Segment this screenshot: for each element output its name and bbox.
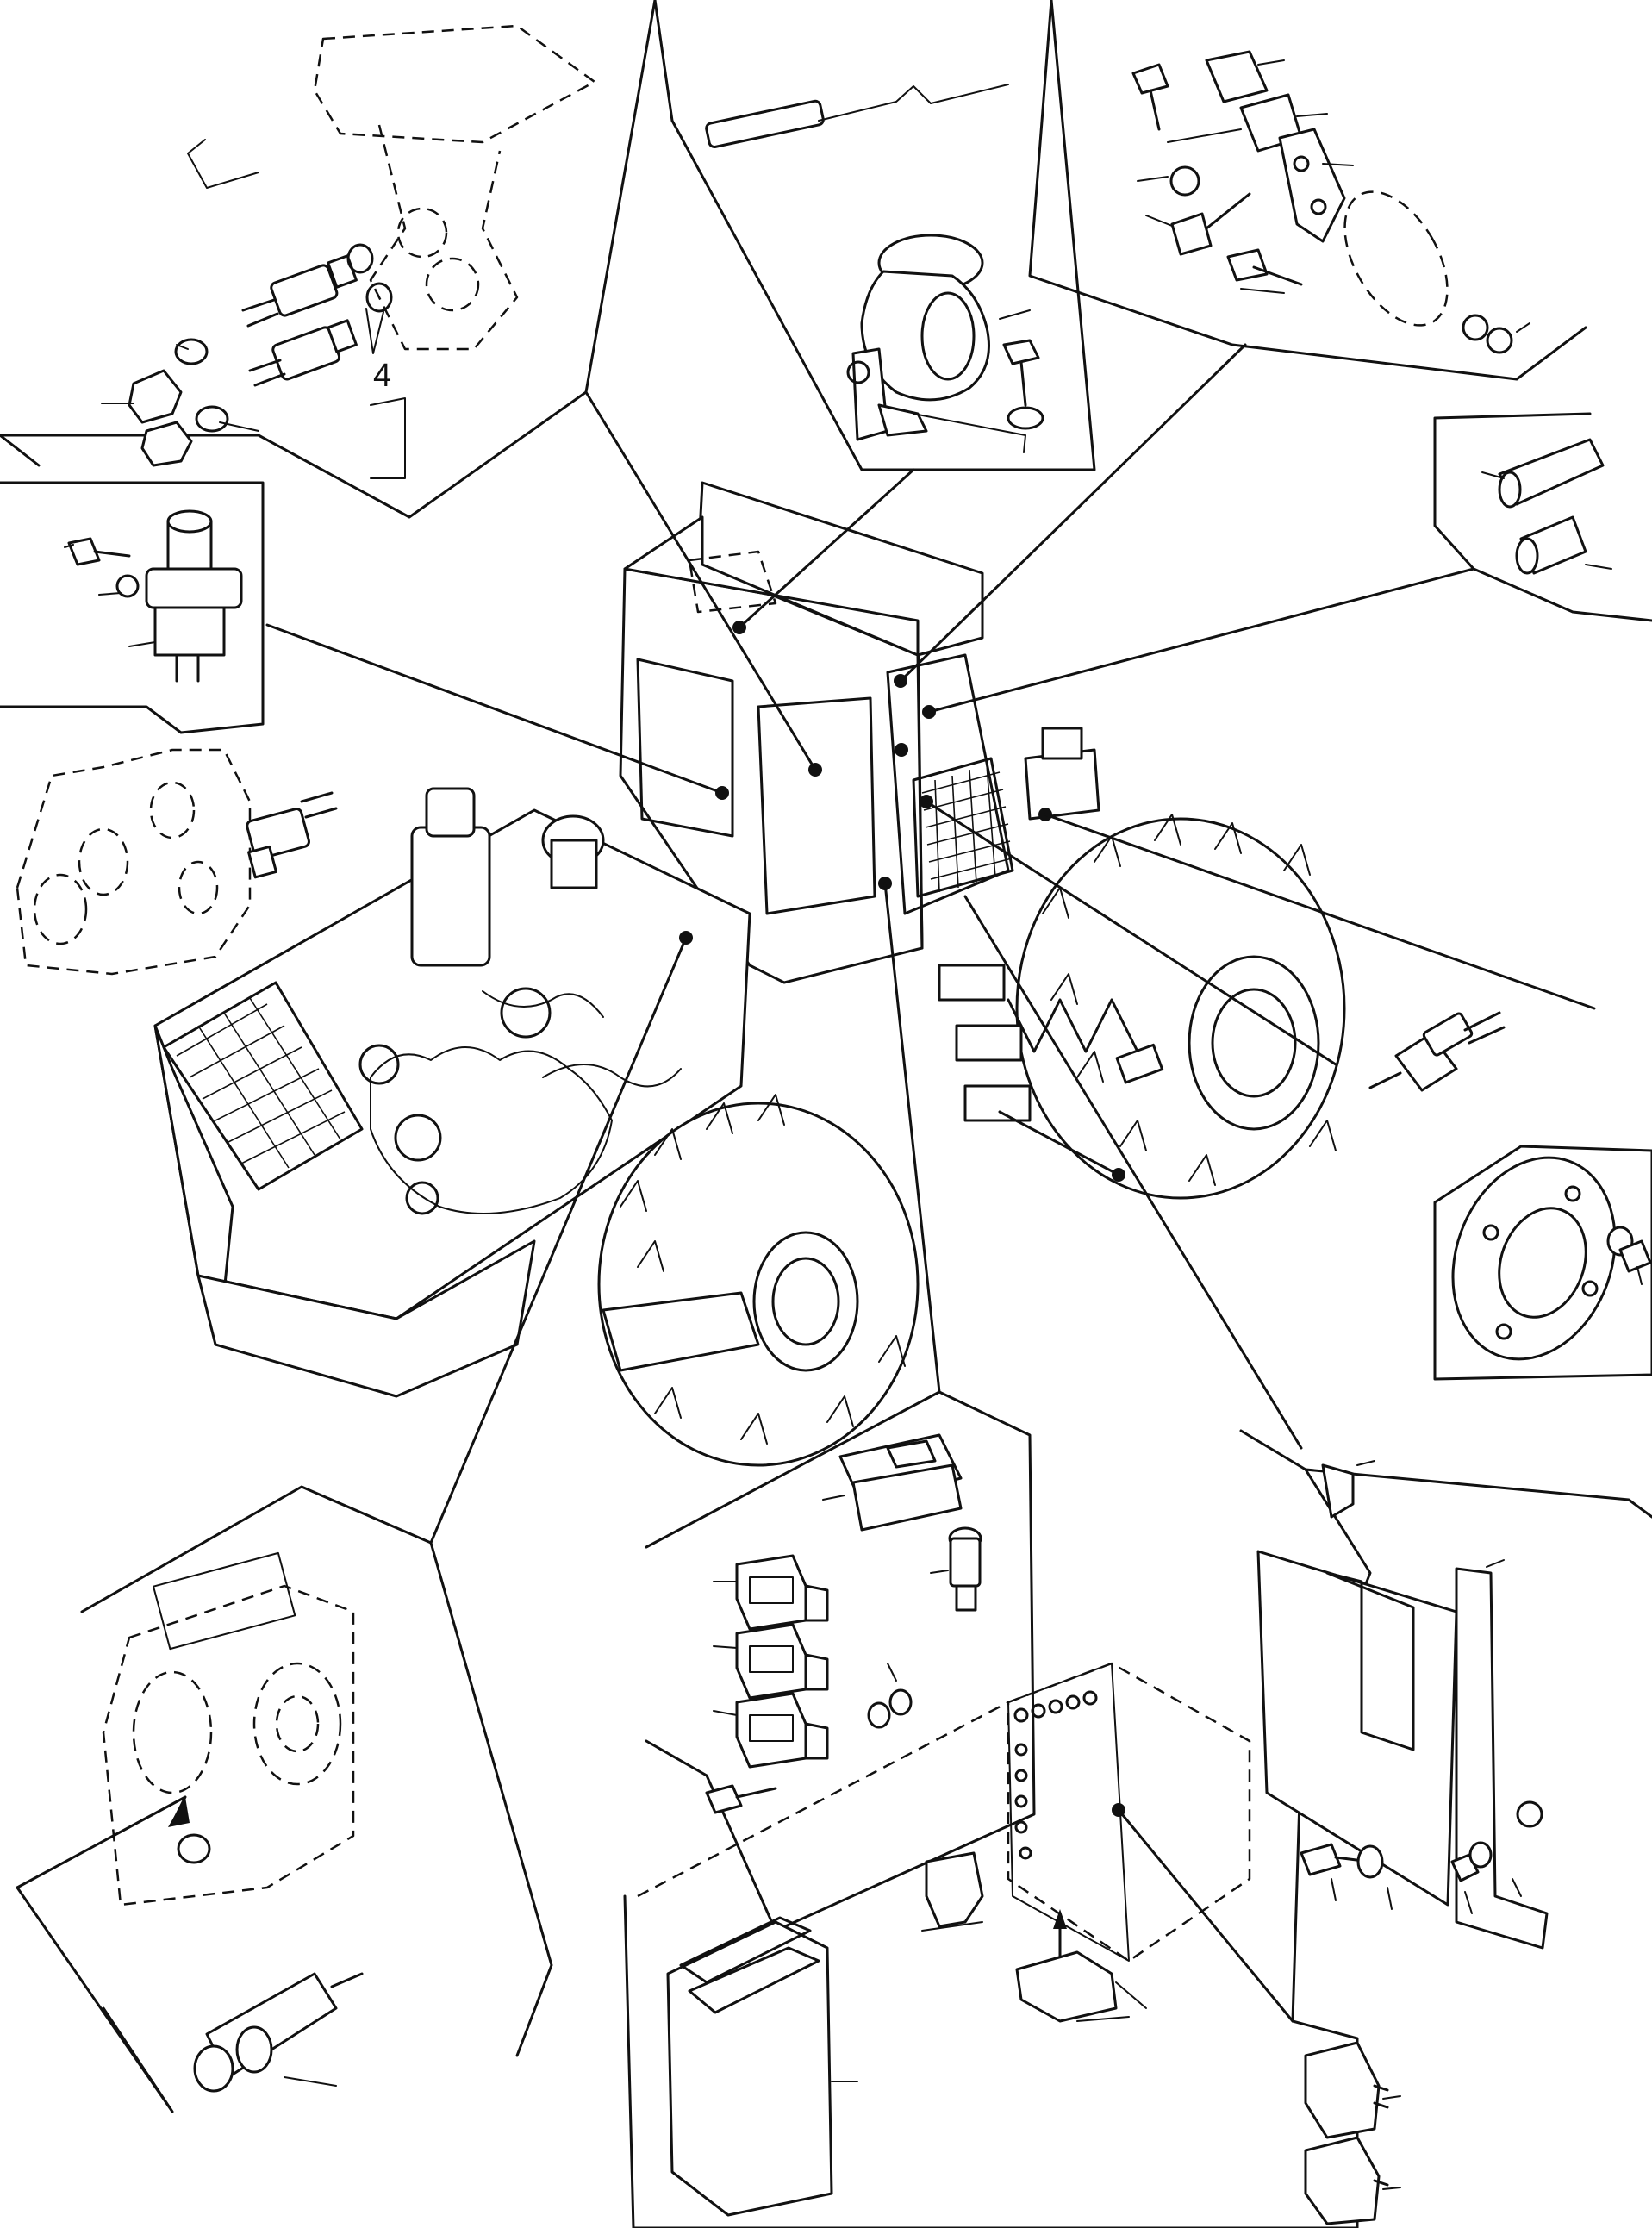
plate-fasteners: [1300, 1800, 1543, 1914]
connector-tube: [1515, 515, 1587, 575]
callout-number: 4: [373, 358, 391, 394]
panel-relay-bracket: [1028, 0, 1587, 381]
relay-clip-1: [921, 1851, 984, 1932]
panel-pressure-switches: 4: [0, 0, 657, 519]
bracket-bolts: [1131, 63, 1303, 286]
speed-sensor: [193, 1972, 364, 2093]
fuse-holder-1: [713, 1554, 829, 1631]
temperature-sender: [145, 509, 243, 683]
electronic-control-unit: [666, 1916, 858, 2217]
relay-clip-2: [1015, 1909, 1118, 2023]
relay-1: [1304, 2041, 1401, 2139]
panel-speed-sensor: [16, 1485, 553, 2113]
panel-fuse-holders: [645, 1390, 1036, 1932]
indicator-lamp: [930, 1526, 982, 1612]
front-drum: [597, 1094, 920, 1467]
control-unit-box: [1007, 1662, 1294, 2023]
pump-pressure-switch: [246, 791, 338, 879]
horn-bolt: [1002, 339, 1044, 430]
mounting-plate: [1256, 1460, 1549, 1950]
panel-temperature-sender: [0, 481, 265, 734]
panel-flange: [1433, 1145, 1652, 1381]
leader-lines: [265, 343, 1596, 1545]
gear-pump: [102, 1551, 355, 1907]
operator-cab: [619, 481, 1014, 984]
pressure-switch-2: [248, 319, 358, 387]
cab-grille: [912, 757, 1014, 898]
fuse-holder-2: [713, 1623, 829, 1700]
rocker-switch: [822, 1433, 963, 1532]
pressure-switch-1: [241, 254, 358, 328]
panel-horn: [653, 0, 1096, 471]
fuse-holder-3: [713, 1692, 829, 1769]
panel-control-unit: [623, 1429, 1652, 2228]
horn-wire: [705, 84, 1009, 149]
panel-connector-sleeves: [1433, 412, 1652, 622]
connector-sleeve: [1498, 438, 1605, 509]
horn: [846, 234, 990, 441]
relay-2: [1304, 2136, 1401, 2225]
flange-ring: [1451, 1156, 1617, 1361]
front-grille: [162, 981, 364, 1191]
soil-compactor-machine: [153, 343, 1596, 1545]
speed-sensor-right: [1368, 1011, 1506, 1092]
relay-block: [1205, 50, 1346, 243]
engine-body: [153, 787, 751, 1398]
panel-pump-switch: [16, 748, 338, 976]
